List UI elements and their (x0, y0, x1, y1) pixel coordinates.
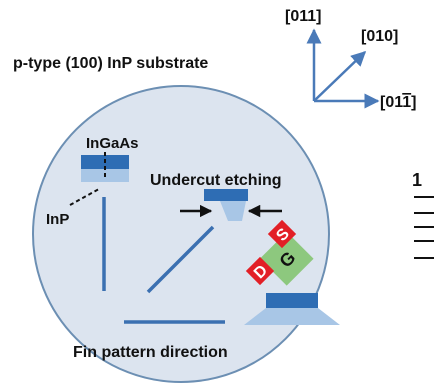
axis-label-01-1-overbar-digit: 1 (402, 94, 411, 111)
fin-cross-section (244, 293, 340, 325)
substrate-title: p-type (100) InP substrate (13, 55, 208, 72)
axis-label-01-1: [011] (380, 94, 416, 111)
inp-label: InP (46, 211, 69, 228)
undercut-etching: Undercut etching (150, 172, 282, 221)
axis-label-011: [011] (285, 8, 321, 25)
edge-digit-fragment: 1 (412, 170, 422, 190)
undercut-inp-pedestal (220, 201, 246, 221)
fin-direction-label: Fin pattern direction (73, 344, 228, 361)
layer-stack: InGaAs InP (46, 135, 139, 228)
fin-diagonal (146, 225, 215, 294)
cross-section-ingaas (266, 293, 318, 308)
axis-arrow-010 (313, 50, 367, 102)
inp-pointer (69, 188, 100, 206)
undercut-ingaas (204, 189, 248, 201)
axis-label-010: [010] (361, 28, 398, 45)
cross-section-inp-base (244, 308, 340, 325)
right-edge-marks: 1 (412, 170, 434, 259)
undercut-label: Undercut etching (150, 172, 282, 189)
axis-label-01-1-base: [01 (380, 94, 403, 111)
ingaas-label: InGaAs (86, 135, 139, 152)
axis-label-01-1-close: ] (411, 94, 416, 111)
crystal-axes: [011] [010] [011] (285, 8, 416, 111)
